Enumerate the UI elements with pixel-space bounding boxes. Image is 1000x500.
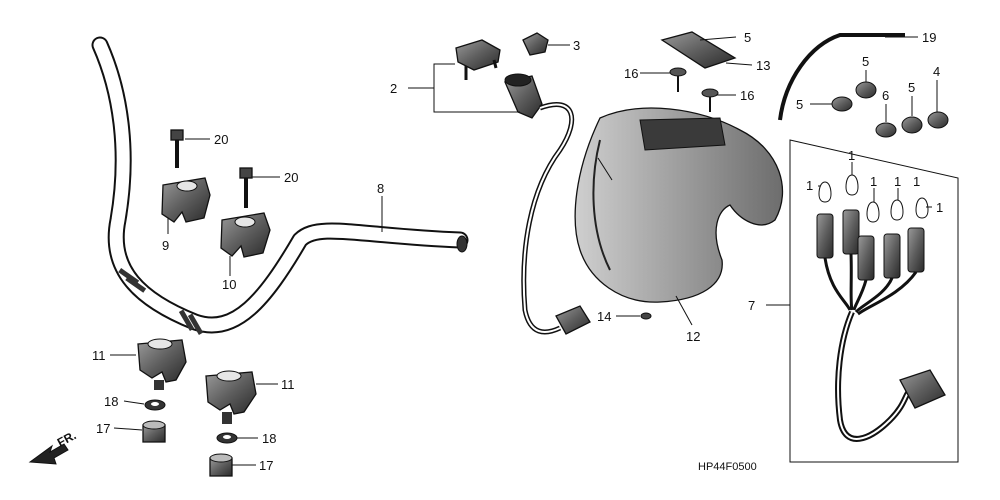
cover-bracket[interactable] — [660, 31, 737, 69]
callout-1: 1 — [806, 178, 813, 193]
callout-numbers: 2 3 5 13 16 16 19 5 5 6 5 4 20 20 8 9 10… — [92, 30, 943, 473]
upper-holder-right[interactable] — [220, 212, 271, 258]
nut-left[interactable] — [142, 420, 166, 443]
lower-holder-left[interactable] — [137, 338, 187, 390]
callout-16: 16 — [624, 66, 638, 81]
front-direction-arrow-icon — [28, 443, 69, 465]
callout-1: 1 — [936, 200, 943, 215]
nut-right[interactable] — [209, 453, 233, 477]
callout-6: 6 — [882, 88, 889, 103]
washer-right[interactable] — [216, 432, 238, 444]
small-grommet[interactable] — [640, 312, 652, 320]
cover-screw-right[interactable] — [701, 88, 719, 112]
callout-20: 20 — [284, 170, 298, 185]
callout-1: 1 — [913, 174, 920, 189]
holder-bolt-left[interactable] — [170, 129, 184, 168]
callout-4: 4 — [933, 64, 940, 79]
callout-1: 1 — [870, 174, 877, 189]
callout-11: 11 — [92, 348, 106, 363]
callout-2: 2 — [390, 81, 397, 96]
callout-17: 17 — [96, 421, 110, 436]
callout-13: 13 — [756, 58, 770, 73]
callout-20: 20 — [214, 132, 228, 147]
ignition-switch[interactable] — [455, 39, 501, 80]
callout-19: 19 — [922, 30, 936, 45]
switch-cap[interactable] — [522, 32, 549, 56]
callout-14: 14 — [597, 309, 611, 324]
callout-3: 3 — [573, 38, 580, 53]
handlebar-cover[interactable] — [574, 107, 784, 303]
callout-8: 8 — [377, 181, 384, 196]
indicator-harness[interactable] — [816, 209, 946, 442]
callout-5: 5 — [796, 97, 803, 112]
upper-holder-left[interactable] — [161, 177, 211, 223]
callout-1: 1 — [894, 174, 901, 189]
wire-connector[interactable] — [555, 305, 591, 335]
front-direction-label: FR. — [55, 428, 79, 449]
accessory-socket[interactable] — [504, 73, 543, 119]
callout-18: 18 — [104, 394, 118, 409]
callout-5: 5 — [744, 30, 751, 45]
harness-detail-frame — [789, 139, 959, 463]
callout-1: 1 — [848, 148, 855, 163]
indicator-bulbs[interactable] — [818, 174, 929, 223]
callout-10: 10 — [222, 277, 236, 292]
lower-holder-right[interactable] — [205, 370, 257, 424]
callout-5: 5 — [862, 54, 869, 69]
callout-17: 17 — [259, 458, 273, 473]
cable-tube — [778, 33, 905, 121]
callout-5: 5 — [908, 80, 915, 95]
diagram-code: HP44F0500 — [698, 461, 757, 473]
handlebar-pipe[interactable] — [91, 36, 469, 336]
callout-11: 11 — [281, 377, 295, 392]
callout-16: 16 — [740, 88, 754, 103]
callout-18: 18 — [262, 431, 276, 446]
cover-screw-left[interactable] — [669, 67, 687, 92]
callout-9: 9 — [162, 238, 169, 253]
holder-bolt-right[interactable] — [239, 167, 253, 208]
washer-left[interactable] — [144, 399, 166, 411]
leader-lines — [110, 36, 938, 466]
callout-7: 7 — [748, 298, 755, 313]
grommet-set[interactable] — [831, 81, 949, 138]
callout-12: 12 — [686, 329, 700, 344]
